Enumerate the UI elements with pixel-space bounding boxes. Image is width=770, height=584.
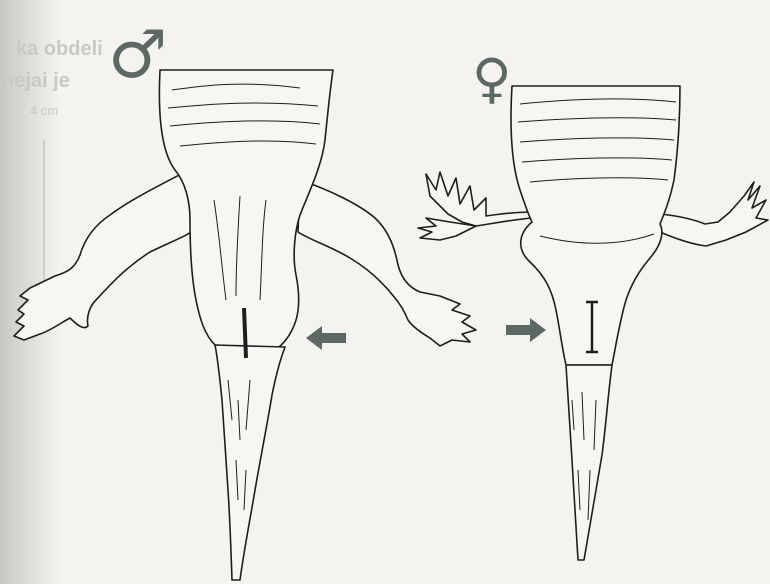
male-cloacal-mark bbox=[244, 308, 246, 358]
female-tail bbox=[566, 365, 612, 560]
female-left-hind-leg bbox=[426, 172, 532, 226]
female-right-hind-leg bbox=[660, 182, 768, 246]
male-lizard-ventral-view bbox=[14, 70, 476, 580]
male-left-hind-leg bbox=[14, 172, 200, 340]
arrow-right-icon bbox=[506, 318, 546, 342]
female-lizard-ventral-view bbox=[418, 86, 768, 560]
arrow-left-icon bbox=[306, 326, 346, 350]
